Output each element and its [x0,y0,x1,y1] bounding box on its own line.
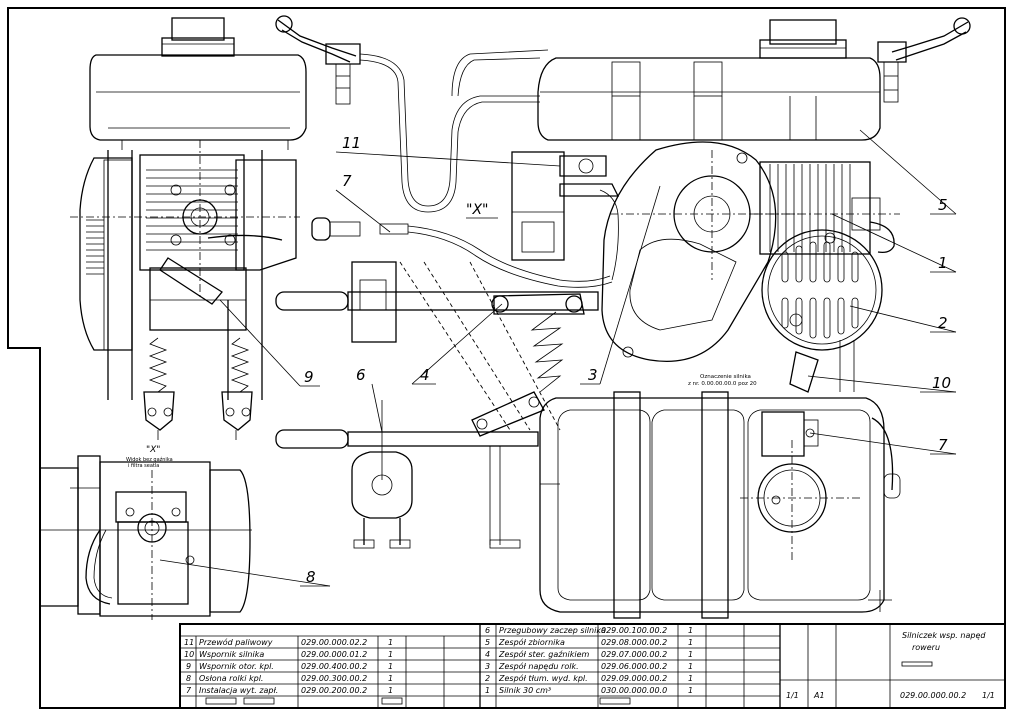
svg-text:1: 1 [388,674,393,683]
bom-row: 2 Zespół tłum. wyd. kpl. 029.09.000.00.2… [485,673,693,683]
bom-row: 6 Przegubowy zaczep silnika 029.00.100.0… [485,626,693,635]
callout-4: 4 [420,366,430,384]
callout-3: 3 [588,366,598,384]
callout-10: 10 [932,374,951,392]
svg-text:Zespół napędu rolk.: Zespół napędu rolk. [498,661,579,671]
callout-2: 2 [938,314,948,332]
svg-text:030.00.000.00.0: 030.00.000.00.0 [601,686,667,695]
callout-1: 1 [938,254,948,272]
callout-7-upper: 7 [342,172,352,190]
bom-row: 9 Wspornik otor. kpl. 029.00.400.00.2 1 [186,662,393,671]
bom-row: 1 Silnik 30 cm³ 030.00.000.00.0 1 [485,686,693,695]
view-x-note-line1: Widok bez gaźnika [126,456,173,463]
bom-row: 5 Zespół zbiornika 029.08.000.00.2 1 [485,637,693,647]
bom-row: 4 Zespół ster. gaźnikiem 029.07.000.00.2… [485,649,693,659]
callout-8: 8 [306,568,316,586]
callout-9: 9 [304,368,314,386]
engine-side-view [70,17,307,440]
drawing-title-line2: roweru [912,643,940,652]
svg-text:9: 9 [186,662,191,671]
svg-text:6: 6 [485,626,490,635]
drawing-title-line1: Silniczek wsp. napęd [902,631,986,640]
callout-11: 11 [342,134,361,152]
throttle-lever-left [275,15,540,213]
svg-text:1: 1 [688,674,693,683]
svg-text:2: 2 [485,674,490,683]
drawing-format: A1 [813,691,825,700]
svg-text:029.00.000.01.2: 029.00.000.01.2 [301,650,367,659]
engine-note-line1: Oznaczenie silnika [700,374,751,380]
view-x-small-label: "X" [146,445,160,455]
engine-note-line2: z nr. 0.00.00.00.0 poz 20 [688,381,757,387]
svg-text:Osłona rolki kpl.: Osłona rolki kpl. [199,674,263,683]
drawing-scale: 1/1 [786,691,799,700]
callout-7-lower: 7 [938,436,948,454]
svg-text:Wspornik otor. kpl.: Wspornik otor. kpl. [199,662,274,671]
svg-text:1: 1 [688,638,693,647]
view-x-note-line2: i filtra seatla [128,463,159,469]
svg-text:Zespół tłum. wyd. kpl.: Zespół tłum. wyd. kpl. [498,673,588,683]
bom-left-table: 11 Przewód paliwowy 029.00.000.02.2 1 10… [184,637,393,695]
drawing-number: 029.00.000.00.2 [900,691,966,700]
bom-row: 10 Wspornik silnika 029.00.000.01.2 1 [184,650,393,659]
callout-5: 5 [938,196,948,214]
svg-text:029.00.000.02.2: 029.00.000.02.2 [301,638,367,647]
callout-6: 6 [356,366,366,384]
svg-text:Zespół zbiornika: Zespół zbiornika [498,637,565,647]
svg-text:029.00.200.00.2: 029.00.200.00.2 [301,686,367,695]
bom-row: 3 Zespół napędu rolk. 029.06.000.00.2 1 [485,661,693,671]
svg-text:029.00.300.00.2: 029.00.300.00.2 [301,674,367,683]
bom-row: 11 Przewód paliwowy 029.00.000.02.2 1 [184,637,393,647]
svg-text:1: 1 [388,650,393,659]
svg-text:Przewód paliwowy: Przewód paliwowy [199,637,273,647]
svg-text:Zespół ster. gaźnikiem: Zespół ster. gaźnikiem [498,649,590,659]
throttle-lever-right [877,17,971,103]
bom-row: 7 Instalacja wyt. zapł. 029.00.200.00.2 … [186,686,393,695]
svg-text:029.07.000.00.2: 029.07.000.00.2 [601,650,667,659]
svg-text:1: 1 [688,626,693,635]
svg-text:Wspornik silnika: Wspornik silnika [199,650,264,659]
detail-view-x [39,455,252,620]
svg-text:Instalacja wyt. zapł.: Instalacja wyt. zapł. [199,686,278,695]
muffler-assembly [761,229,883,393]
svg-text:8: 8 [186,674,191,683]
title-block-frame [179,623,1006,709]
drawing-sheet: 1/1 [982,691,995,700]
svg-text:5: 5 [485,638,490,647]
svg-text:Silnik 30 cm³: Silnik 30 cm³ [499,686,551,695]
svg-text:Przegubowy zaczep silnika: Przegubowy zaczep silnika [499,626,606,635]
svg-text:029.00.400.00.2: 029.00.400.00.2 [301,662,367,671]
bom-row: 8 Osłona rolki kpl. 029.00.300.00.2 1 [186,674,393,683]
svg-text:1: 1 [388,638,393,647]
engine-top-view [511,141,900,363]
svg-text:1: 1 [388,686,393,695]
svg-text:029.09.000.00.2: 029.09.000.00.2 [601,674,667,683]
svg-text:1: 1 [485,686,490,695]
svg-text:029.00.100.00.2: 029.00.100.00.2 [601,626,667,635]
svg-text:1: 1 [688,686,693,695]
svg-text:3: 3 [485,662,490,671]
bom-right-table: 6 Przegubowy zaczep silnika 029.00.100.0… [485,626,693,695]
sheet-frame [7,7,1006,709]
callout-leaders [159,129,957,587]
ignition-cable [311,189,619,288]
svg-text:10: 10 [184,650,194,659]
svg-text:029.08.000.00.2: 029.08.000.00.2 [601,638,667,647]
fuel-tank-top [451,19,881,141]
view-x-label: "X" [466,202,488,218]
svg-text:1: 1 [688,650,693,659]
svg-text:1: 1 [388,662,393,671]
mounting-arms [275,261,599,549]
svg-text:7: 7 [186,686,192,695]
svg-text:029.06.000.00.2: 029.06.000.00.2 [601,662,667,671]
svg-text:1: 1 [688,662,693,671]
svg-text:4: 4 [485,650,490,659]
svg-text:11: 11 [184,638,194,647]
fuel-tank-plan [539,391,901,619]
